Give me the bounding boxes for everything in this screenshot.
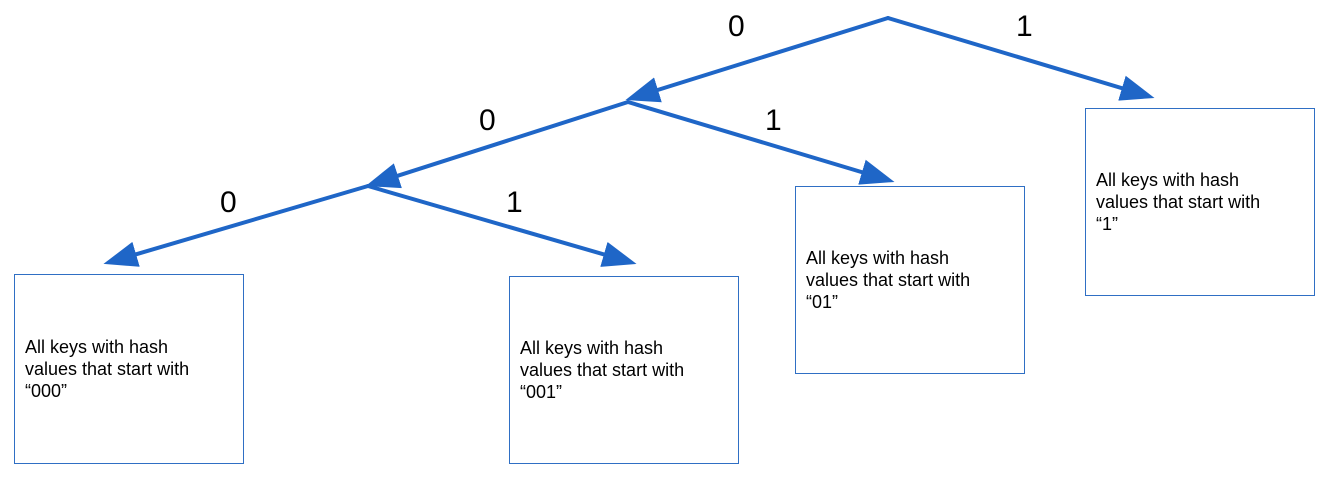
leaf-box-001: All keys with hash values that start wit…	[509, 276, 739, 464]
leaf-text-001: All keys with hash values that start wit…	[520, 338, 685, 402]
edge-level1-right	[626, 100, 895, 185]
edge-label-level2-left: 0	[220, 186, 237, 219]
leaf-text-01: All keys with hash values that start wit…	[806, 248, 971, 312]
edge-root-right	[886, 16, 1155, 101]
edge-root-left	[625, 16, 890, 103]
edge-label-level1-left: 0	[479, 104, 496, 137]
edge-label-root-right: 1	[1016, 10, 1033, 43]
leaf-box-000: All keys with hash values that start wit…	[14, 274, 244, 464]
edge-level2-right	[366, 184, 637, 267]
leaf-text-1: All keys with hash values that start wit…	[1096, 170, 1261, 234]
leaf-box-01: All keys with hash values that start wit…	[795, 186, 1025, 374]
edge-label-level1-right: 1	[765, 104, 782, 137]
leaf-box-1: All keys with hash values that start wit…	[1085, 108, 1315, 296]
leaf-text-000: All keys with hash values that start wit…	[25, 337, 190, 401]
edge-label-root-left: 0	[728, 10, 745, 43]
edge-label-level2-right: 1	[506, 186, 523, 219]
edge-level2-left	[103, 184, 370, 267]
edge-level1-left	[365, 100, 630, 189]
